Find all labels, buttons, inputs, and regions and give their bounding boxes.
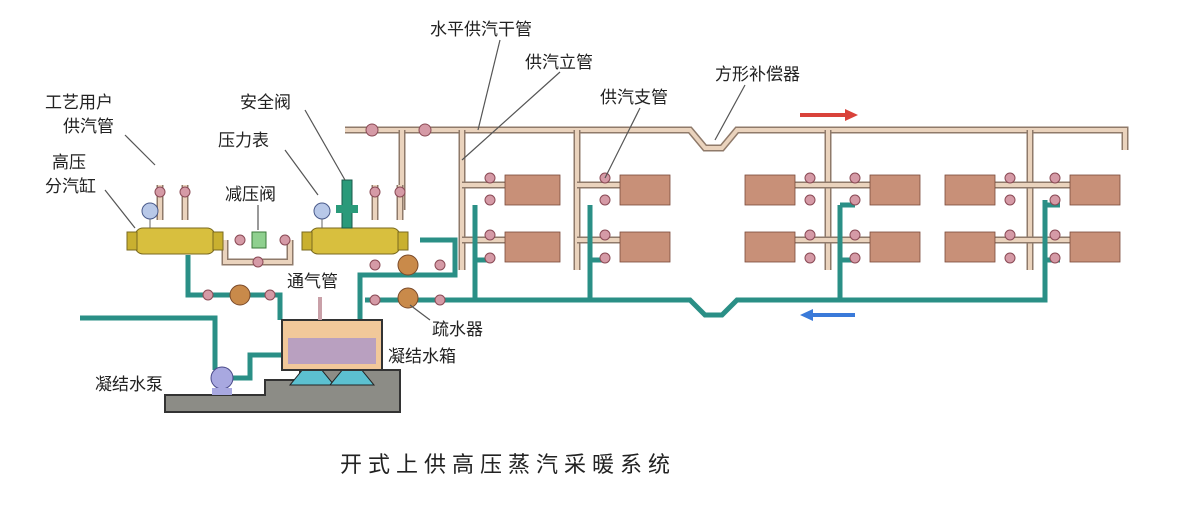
label-vent-pipe: 通气管	[287, 272, 338, 292]
label-reducing-valve: 减压阀	[225, 185, 276, 205]
safety-valve-icon	[336, 179, 358, 229]
label-steam-trap: 疏水器	[432, 320, 483, 340]
radiator	[944, 231, 996, 263]
diagram-title: 开式上供高压蒸汽采暖系统	[340, 453, 676, 478]
label-header-2: 分汽缸	[45, 176, 96, 197]
condensate-tank	[281, 297, 383, 371]
condensate-return-pipe	[80, 200, 1060, 381]
radiator	[869, 174, 921, 206]
radiator	[744, 231, 796, 263]
valves	[154, 123, 1061, 306]
label-condensate-tank: 凝结水箱	[388, 347, 456, 367]
radiator	[1069, 231, 1121, 263]
radiator	[744, 174, 796, 206]
label-riser: 供汽立管	[525, 53, 593, 73]
high-pressure-header	[126, 227, 224, 255]
label-safety-valve: 安全阀	[240, 93, 291, 113]
radiator	[869, 231, 921, 263]
radiator	[619, 174, 671, 206]
label-compensator: 方形补偿器	[715, 65, 800, 85]
condensate-pump-icon	[210, 366, 234, 395]
label-process-user-line-1: 工艺用户	[45, 93, 113, 113]
reducing-valve	[251, 231, 267, 249]
label-horizontal-main: 水平供汽干管	[430, 20, 532, 40]
foundation	[164, 357, 401, 413]
label-header-1: 高压	[52, 153, 86, 173]
label-condensate-pump: 凝结水泵	[95, 375, 163, 395]
steam-traps	[229, 254, 419, 309]
radiator	[1069, 174, 1121, 206]
supply-arrow	[800, 109, 858, 121]
label-branch: 供汽支管	[600, 88, 668, 108]
return-arrow	[800, 309, 855, 321]
label-pressure-gauge: 压力表	[218, 131, 269, 151]
radiator	[619, 231, 671, 263]
radiators	[504, 174, 1121, 263]
radiator	[504, 174, 561, 206]
leader-lines	[104, 39, 746, 321]
label-process-user-line-2: 供汽管	[63, 117, 114, 137]
low-pressure-header	[301, 227, 409, 255]
radiator	[504, 231, 561, 263]
pressure-gauge-icon	[141, 202, 331, 228]
radiator	[944, 174, 996, 206]
